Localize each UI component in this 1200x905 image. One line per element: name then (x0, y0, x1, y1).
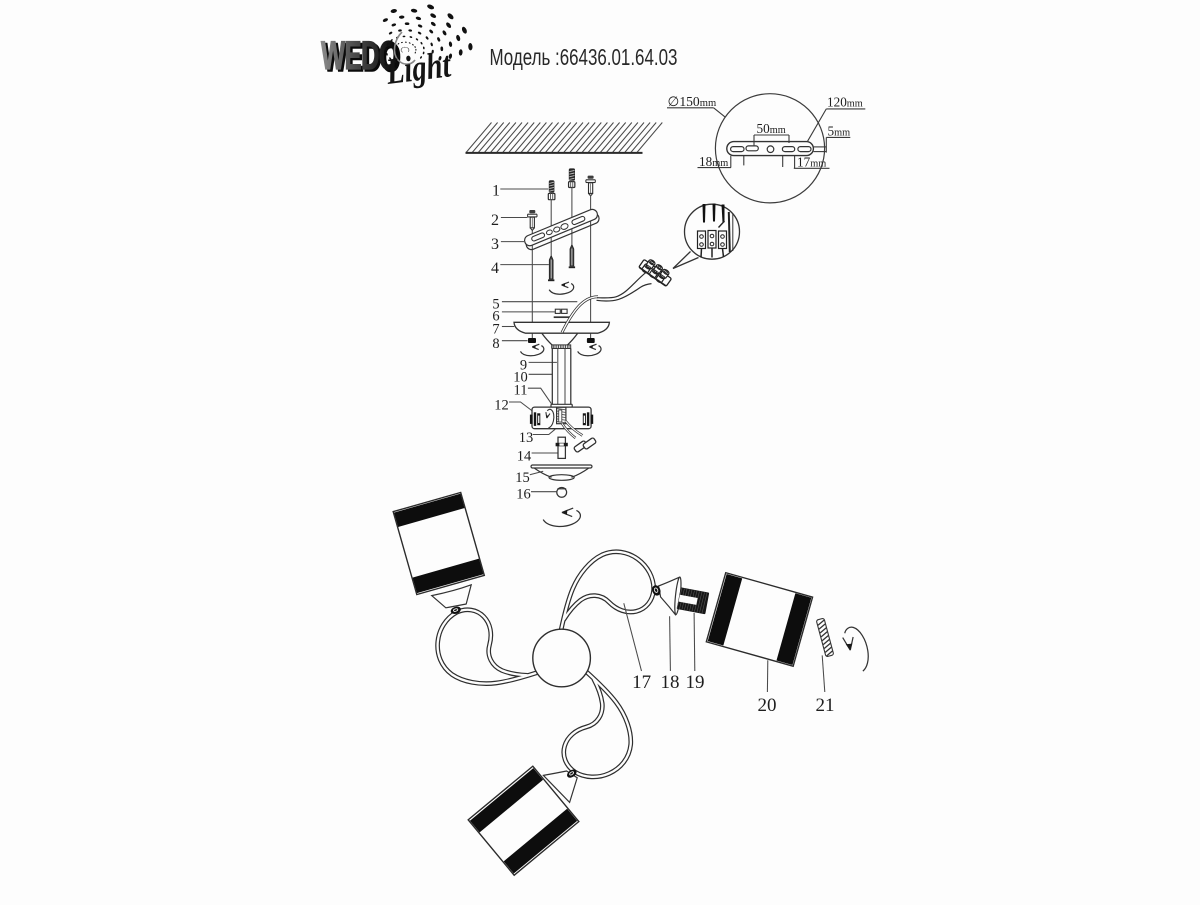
svg-text:3: 3 (491, 236, 499, 253)
svg-text:16: 16 (516, 487, 531, 503)
svg-text:13: 13 (519, 430, 534, 446)
svg-text:21: 21 (816, 695, 835, 716)
svg-text:19: 19 (686, 672, 705, 693)
svg-text:Light: Light (383, 44, 454, 93)
svg-text:8: 8 (492, 336, 499, 352)
svg-text:12: 12 (494, 398, 509, 414)
svg-text:Модель :66436.01.64.03: Модель :66436.01.64.03 (490, 46, 678, 71)
svg-text:17: 17 (632, 672, 651, 693)
svg-text:20: 20 (758, 695, 777, 716)
svg-text:11: 11 (514, 383, 528, 399)
svg-text:7: 7 (492, 321, 499, 337)
svg-text:1: 1 (492, 182, 500, 199)
svg-text:4: 4 (491, 260, 499, 277)
svg-text:15: 15 (515, 470, 530, 486)
svg-text:18: 18 (661, 672, 680, 693)
svg-text:2: 2 (491, 212, 499, 229)
svg-text:14: 14 (517, 449, 532, 465)
